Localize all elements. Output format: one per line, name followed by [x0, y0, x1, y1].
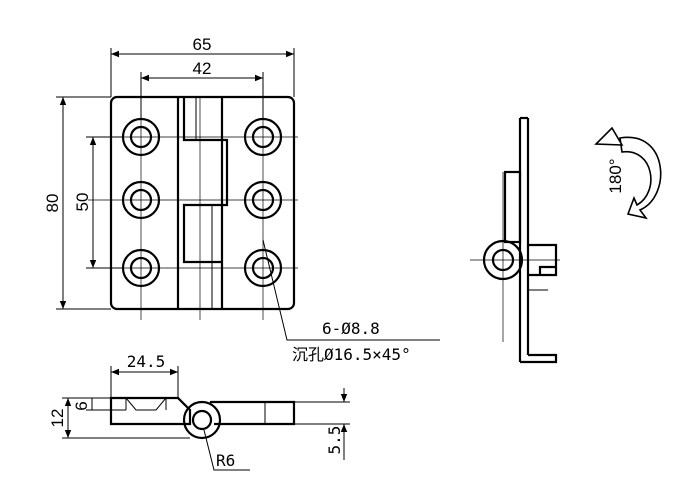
pin-circle-outer: [182, 400, 222, 440]
dim-24-5-text: 24.5: [127, 352, 166, 371]
dim-80-text: 80: [43, 194, 62, 213]
side-lower-hook: [520, 353, 558, 364]
radius-text: R6: [216, 451, 235, 470]
hole-callout-line1: 6-Ø8.8: [322, 319, 380, 338]
front-view: 65 42 80 50 6-Ø8.8 沉孔Ø16.5×45°: [43, 35, 440, 364]
bottom-view: 24.5 12 6 5.5 R6: [48, 352, 350, 471]
rotation-label: 180°: [606, 158, 625, 193]
hole-callout: 6-Ø8.8 沉孔Ø16.5×45°: [262, 239, 440, 364]
leaf-left: [109, 396, 192, 426]
dim-50-text: 50: [73, 193, 92, 212]
radius-callout: R6: [203, 429, 250, 471]
dim-65-text: 65: [193, 35, 212, 54]
dim-offset: 24.5: [110, 352, 179, 398]
dim-hole-spacing-x: 42: [140, 59, 264, 119]
dim-42-text: 42: [193, 59, 212, 78]
pin-circle-inner: [191, 409, 213, 431]
center-lines: [88, 80, 298, 320]
rotation-arrow-icon: [594, 126, 662, 220]
dim-12-text: 12: [48, 409, 67, 428]
dim-hole-spacing-y: 50: [73, 136, 123, 269]
dim-5-5-text: 5.5: [325, 426, 344, 455]
knuckle-step-top: [182, 97, 229, 264]
dim-overall-width: 65: [110, 35, 295, 97]
dim-leaf-thickness: 6: [72, 398, 126, 411]
leaf-right: [210, 400, 296, 426]
side-leaf-left: [503, 170, 522, 244]
hinge-outline: [109, 95, 296, 311]
dim-total-thickness: 12: [48, 397, 190, 439]
side-view: 180°: [470, 116, 662, 364]
hole-callout-line2: 沉孔Ø16.5×45°: [292, 345, 411, 364]
dim-pin-offset: 5.5: [220, 388, 350, 460]
dim-overall-height: 80: [43, 96, 111, 310]
countersink-profile: [124, 397, 168, 411]
dim-6-text: 6: [72, 401, 91, 410]
